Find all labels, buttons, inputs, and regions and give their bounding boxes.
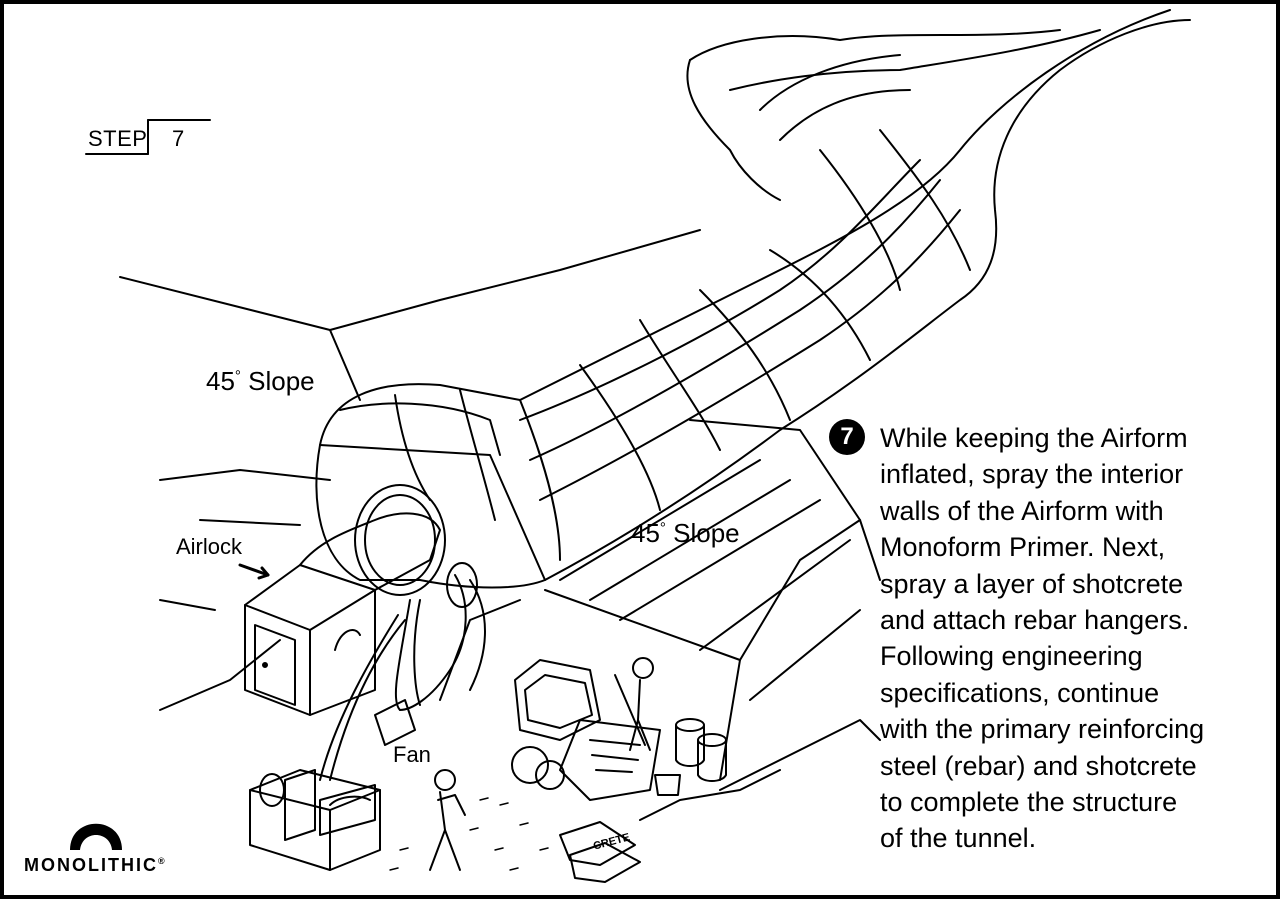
slope-right-word: Slope (665, 518, 740, 548)
slope-left-degree: ° (234, 367, 241, 385)
slope-right-degree: ° (659, 519, 666, 537)
slope-label-right: 45° Slope (631, 518, 740, 549)
fan-and-hoses (319, 574, 486, 781)
instruction-line: specifications, continue (880, 677, 1160, 708)
pump-equipment (249, 769, 381, 871)
brand-logo-text: MONOLITHIC® (24, 855, 167, 876)
instruction-line: and attach rebar hangers. (880, 605, 1190, 636)
monolithic-logo-dome (70, 823, 122, 850)
instruction-line: inflated, spray the interior (880, 459, 1184, 490)
step-header-lines (85, 119, 211, 155)
instruction-line: with the primary reinforcing (880, 714, 1205, 745)
slope-left-value: 45 (206, 366, 235, 396)
ground-marks (389, 797, 549, 871)
airlock-label: Airlock (176, 534, 243, 559)
cement-bags (559, 821, 641, 883)
slope-label-left: 45° Slope (206, 366, 315, 397)
workers (429, 657, 654, 871)
instruction-line: spray a layer of shotcrete (880, 568, 1184, 599)
tunnel-entrance (354, 484, 478, 608)
brand-registered-mark: ® (158, 856, 167, 866)
instructions-text: While keeping the Airform inflated, spra… (880, 420, 1260, 857)
instruction-line: steel (rebar) and shotcrete (880, 750, 1197, 781)
instruction-line: While keeping the Airform (880, 423, 1188, 453)
instruction-line: Monoform Primer. Next, (880, 532, 1166, 563)
instruction-line: walls of the Airform with (880, 495, 1164, 526)
airlock-structure (238, 512, 441, 716)
step-badge: 7 (829, 419, 865, 455)
instruction-line: to complete the structure (880, 787, 1178, 818)
water-barrels (654, 718, 727, 796)
step-label: STEP (88, 126, 148, 151)
instruction-line: Following engineering (880, 641, 1143, 672)
brand-name: MONOLITHIC (24, 855, 158, 875)
step-number: 7 (172, 126, 185, 151)
fan-label: Fan (393, 742, 431, 767)
slope-left-word: Slope (240, 366, 315, 396)
airform-tunnel (315, 9, 1191, 589)
slope-right-value: 45 (631, 518, 660, 548)
terrain-slopes (119, 229, 881, 821)
instruction-line: of the tunnel. (880, 823, 1037, 854)
skid-loader (511, 659, 661, 801)
